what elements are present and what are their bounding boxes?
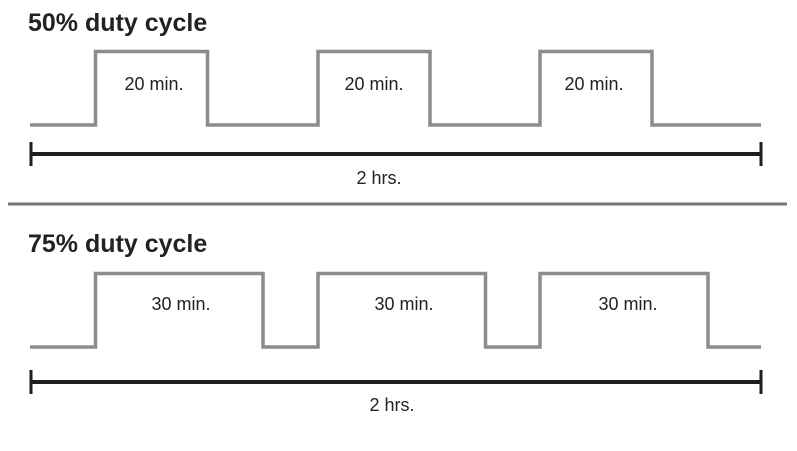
panel-title: 75% duty cycle [28, 230, 207, 258]
panel-50-percent: 50% duty cycle 20 min. 20 min. 20 min. 2… [28, 9, 763, 188]
square-waveform [30, 49, 761, 127]
square-waveform [30, 271, 761, 349]
pulse-label: 30 min. [374, 294, 433, 314]
time-span-label: 2 hrs. [356, 168, 401, 188]
panel-title: 50% duty cycle [28, 9, 207, 37]
pulse-label: 20 min. [344, 74, 403, 94]
pulse-label: 30 min. [598, 294, 657, 314]
pulse-label: 30 min. [151, 294, 210, 314]
pulse-label: 20 min. [124, 74, 183, 94]
panel-75-percent: 75% duty cycle 30 min. 30 min. 30 min. 2… [28, 230, 763, 415]
pulse-label: 20 min. [564, 74, 623, 94]
time-span-label: 2 hrs. [369, 395, 414, 415]
